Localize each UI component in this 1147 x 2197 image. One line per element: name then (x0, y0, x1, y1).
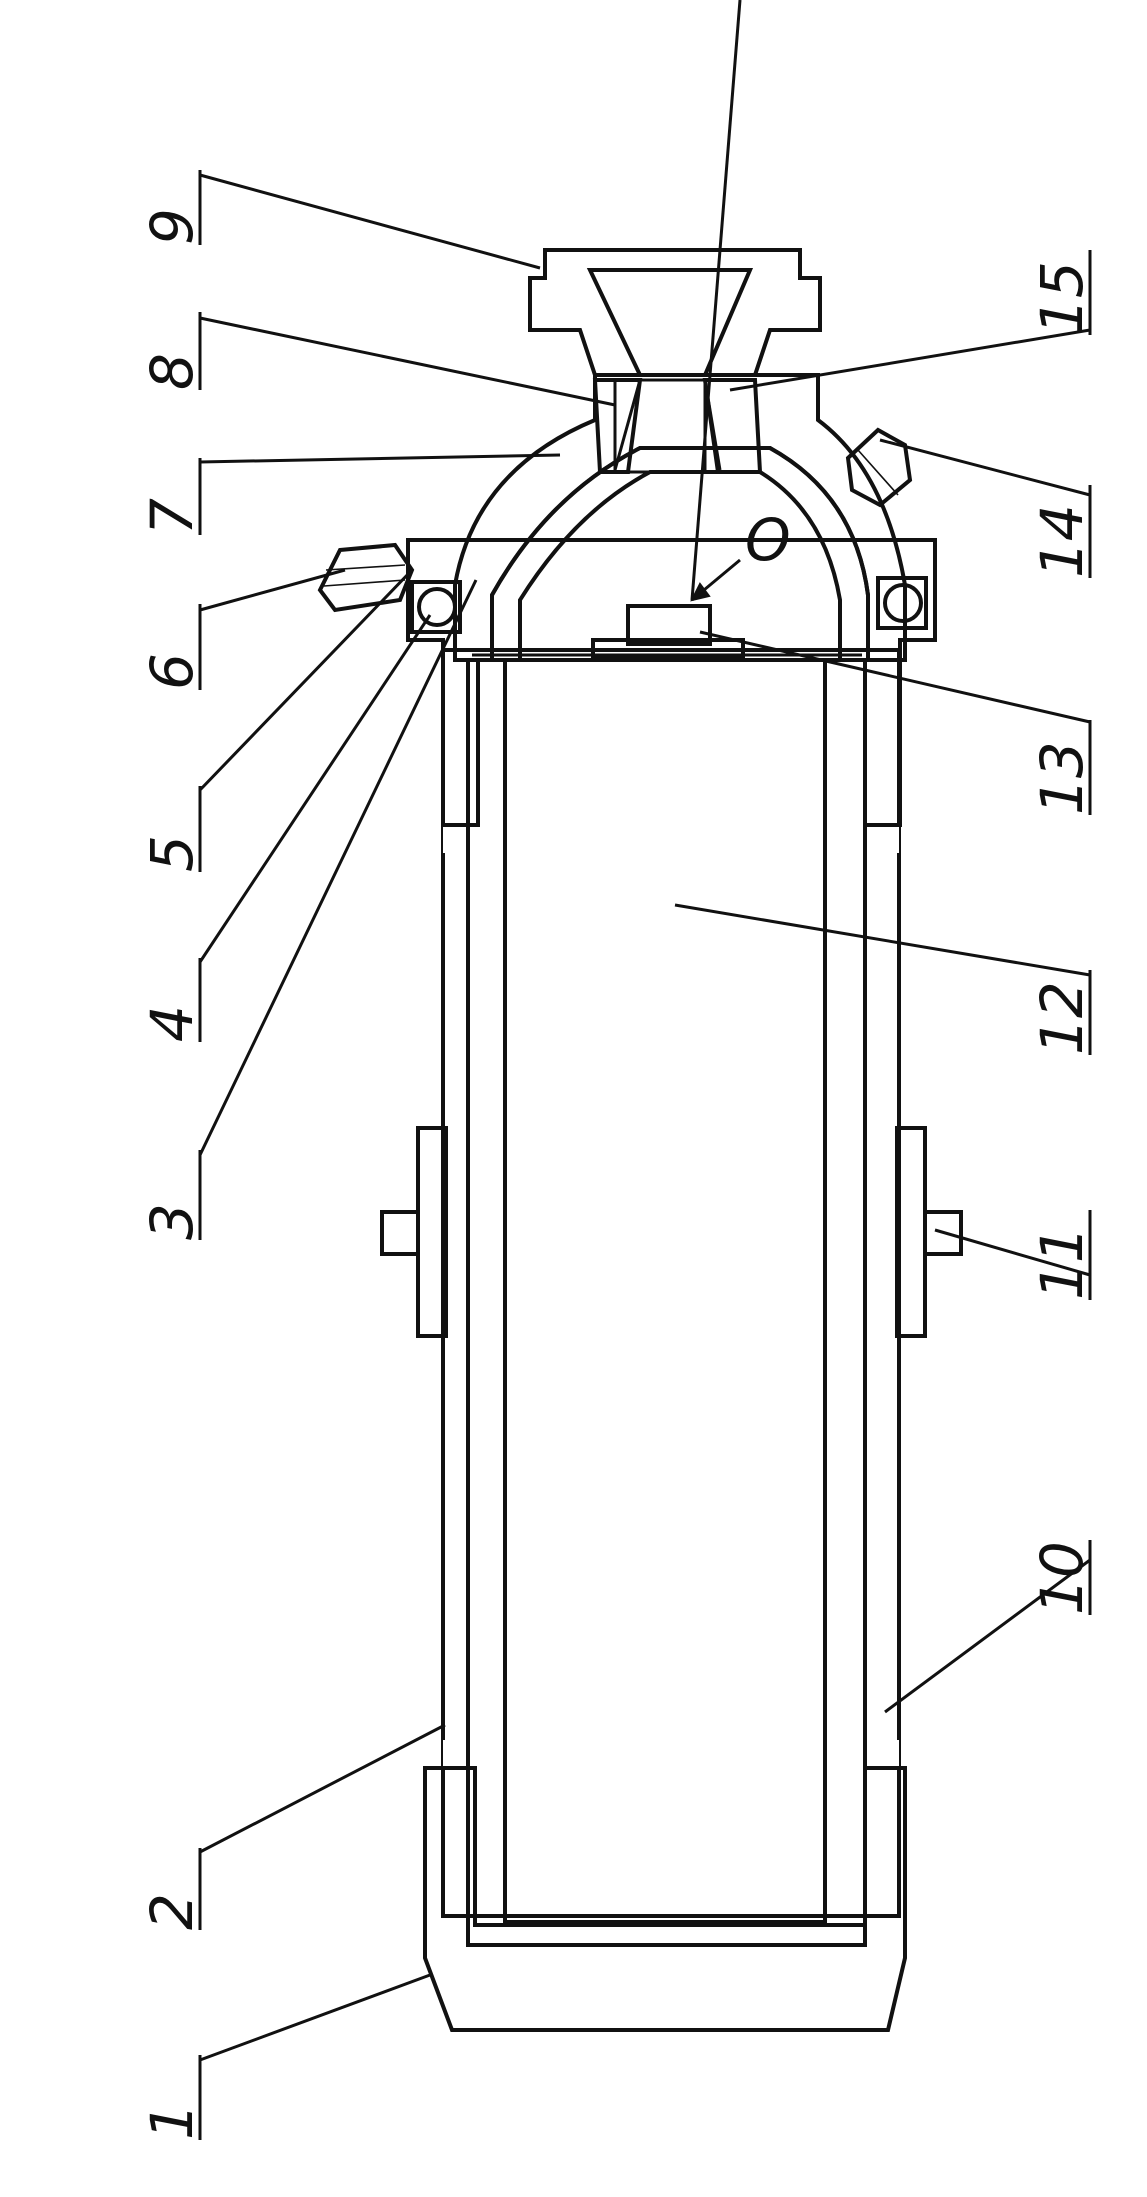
label-2: 2 (138, 1893, 206, 1930)
outer-casing (441, 648, 901, 1918)
leader-lines (198, 173, 1091, 2062)
rear-end-cap (423, 1766, 907, 2032)
forward-dome (453, 373, 907, 662)
label-12: 12 (1028, 981, 1096, 1055)
side-lug-left (380, 1126, 448, 1338)
label-bars (198, 170, 1092, 2140)
label-9: 9 (138, 208, 206, 245)
label-14: 14 (1028, 504, 1096, 578)
label-7: 7 (138, 498, 206, 535)
forward-collar (406, 538, 937, 827)
part-labels: 9 8 7 6 5 4 3 2 1 15 14 13 12 11 10 (138, 208, 1096, 2140)
nozzle-throat (592, 378, 763, 474)
label-13: 13 (1028, 741, 1096, 815)
seal-ring-right (876, 576, 928, 630)
label-4: 4 (138, 1005, 206, 1042)
label-8: 8 (138, 353, 206, 390)
label-11: 11 (1028, 1226, 1096, 1300)
inner-liner (466, 658, 867, 1947)
pressure-fitting (845, 427, 913, 508)
igniter (591, 604, 745, 660)
propellant-grain (503, 658, 827, 1924)
side-lug-right (895, 1126, 963, 1338)
label-15: 15 (1028, 261, 1096, 335)
igniter-bolt (317, 542, 415, 613)
label-5: 5 (138, 835, 206, 872)
label-1: 1 (138, 2103, 206, 2140)
flow-arrow: O (690, 0, 791, 602)
label-10: 10 (1028, 1541, 1096, 1615)
label-3: 3 (138, 1203, 206, 1240)
seal-ring-left (410, 580, 462, 634)
label-6: 6 (138, 653, 206, 690)
nozzle-exit-cone (528, 248, 822, 377)
marker-label: O (745, 506, 791, 574)
